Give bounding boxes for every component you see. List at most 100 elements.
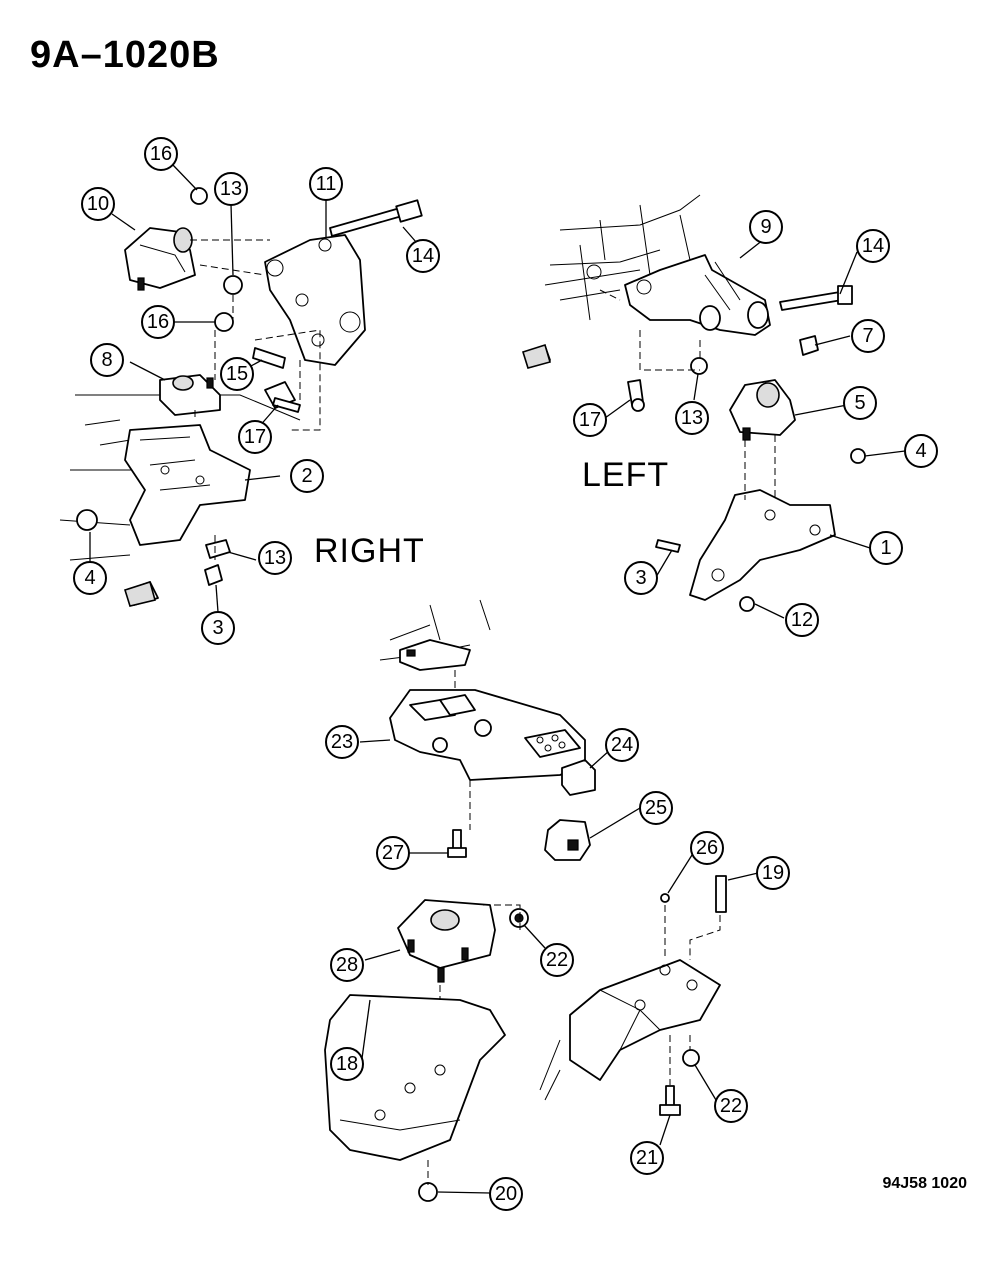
callout-28: 28 (330, 948, 364, 982)
svg-text:13: 13 (681, 407, 703, 429)
right-alignment-lines (190, 239, 321, 560)
lower-right-crossmember (539, 959, 721, 1101)
svg-text:3: 3 (212, 617, 223, 639)
section-label-right: RIGHT (314, 532, 425, 570)
svg-text:1: 1 (880, 537, 891, 559)
transmission-case (379, 599, 491, 671)
svg-text:4: 4 (84, 567, 95, 589)
callout-26: 26 (690, 831, 724, 865)
callout-22-lower: 22 (714, 1089, 748, 1123)
svg-text:25: 25 (645, 797, 667, 819)
part-23-skid-plate (389, 689, 586, 781)
part-24-block (561, 759, 596, 796)
svg-text:22: 22 (546, 949, 568, 971)
part-10-left-bracket (624, 254, 771, 336)
part-1-left-bracket (689, 489, 836, 601)
part-6-right-mount (124, 227, 196, 291)
svg-text:4: 4 (915, 440, 926, 462)
svg-text:22: 22 (720, 1095, 742, 1117)
svg-text:12: 12 (791, 609, 813, 631)
callout-12: 12 (785, 603, 819, 637)
callout-25: 25 (639, 791, 673, 825)
callout-9: 7 (851, 319, 885, 353)
leader-lines (89, 163, 906, 1194)
svg-text:27: 27 (382, 842, 404, 864)
svg-text:26: 26 (696, 837, 718, 859)
svg-text:14: 14 (412, 245, 434, 267)
callout-1: 1 (869, 531, 903, 565)
left-side-hardware (523, 335, 866, 612)
left-engine-block (544, 194, 701, 321)
callout-3-right: 3 (201, 611, 235, 645)
svg-text:2: 2 (301, 465, 312, 487)
callout-6: 10 (81, 187, 115, 221)
callout-23: 23 (325, 725, 359, 759)
part-14-bolt-left (779, 285, 853, 311)
callout-24: 24 (605, 728, 639, 762)
svg-text:28: 28 (336, 954, 358, 976)
svg-text:9: 9 (760, 216, 771, 238)
callout-5: 5 (843, 386, 877, 420)
svg-text:17: 17 (579, 409, 601, 431)
svg-text:5: 5 (854, 392, 865, 414)
part-20-nut (418, 1182, 438, 1202)
part-14-bolt-right (329, 199, 423, 237)
svg-text:13: 13 (264, 547, 286, 569)
forward-arrow-icon (123, 343, 551, 607)
part-28-trans-mount (397, 899, 496, 983)
part-7-cushion (159, 374, 221, 416)
callout-2: 2 (290, 459, 324, 493)
callout-14-right: 14 (406, 239, 440, 273)
callout-7: 8 (90, 343, 124, 377)
svg-text:20: 20 (495, 1183, 517, 1205)
svg-text:10: 10 (87, 193, 109, 215)
svg-text:15: 15 (226, 363, 248, 385)
svg-text:13: 13 (220, 178, 242, 200)
svg-text:24: 24 (611, 734, 633, 756)
svg-text:21: 21 (636, 1147, 658, 1169)
part-2-right-bracket (124, 424, 251, 546)
callout-17-right: 17 (238, 420, 272, 454)
callout-11: 11 (309, 167, 343, 201)
callout-14-left: 14 (856, 229, 890, 263)
part-22-nut-upper (509, 908, 529, 928)
svg-text:7: 7 (862, 325, 873, 347)
callout-17-left: 17 (573, 403, 607, 437)
part-27-bolt (447, 829, 467, 858)
left-alignment-lines (599, 289, 776, 500)
callout-18: 18 (330, 1047, 364, 1081)
part-25-bracket (544, 819, 591, 861)
callout-10: 9 (749, 210, 783, 244)
callout-15: 15 (220, 357, 254, 391)
callout-27: 27 (376, 836, 410, 870)
right-frame-rail (59, 394, 301, 561)
callout-3-left: 3 (624, 561, 658, 595)
section-label-left: LEFT (582, 456, 670, 494)
drawing-code: 94J58 1020 (882, 1175, 967, 1192)
lower-right-hardware (659, 875, 727, 1116)
part-5-left-mount (729, 379, 796, 441)
diagram-id: 9A–1020B (30, 34, 220, 76)
callout-13-right-upper: 13 (214, 172, 248, 206)
callout-16: 16 (141, 305, 175, 339)
callout-4-left: 4 (904, 434, 938, 468)
callout-13-left: 13 (675, 401, 709, 435)
svg-text:17: 17 (244, 426, 266, 448)
svg-text:16: 16 (150, 143, 172, 165)
callout-20: 20 (489, 1177, 523, 1211)
callout-21: 21 (630, 1141, 664, 1175)
part-18-crossmember (324, 994, 506, 1161)
callout-8: 16 (144, 137, 178, 171)
center-alignment-lines (427, 670, 721, 1185)
svg-text:3: 3 (635, 567, 646, 589)
svg-text:11: 11 (316, 173, 337, 195)
svg-text:23: 23 (331, 731, 353, 753)
svg-text:18: 18 (336, 1053, 358, 1075)
svg-text:19: 19 (762, 862, 784, 884)
svg-text:14: 14 (862, 235, 884, 257)
part-11-upper-bracket (264, 234, 366, 366)
svg-text:8: 8 (101, 349, 112, 371)
callout-19: 19 (756, 856, 790, 890)
svg-text:16: 16 (147, 311, 169, 333)
